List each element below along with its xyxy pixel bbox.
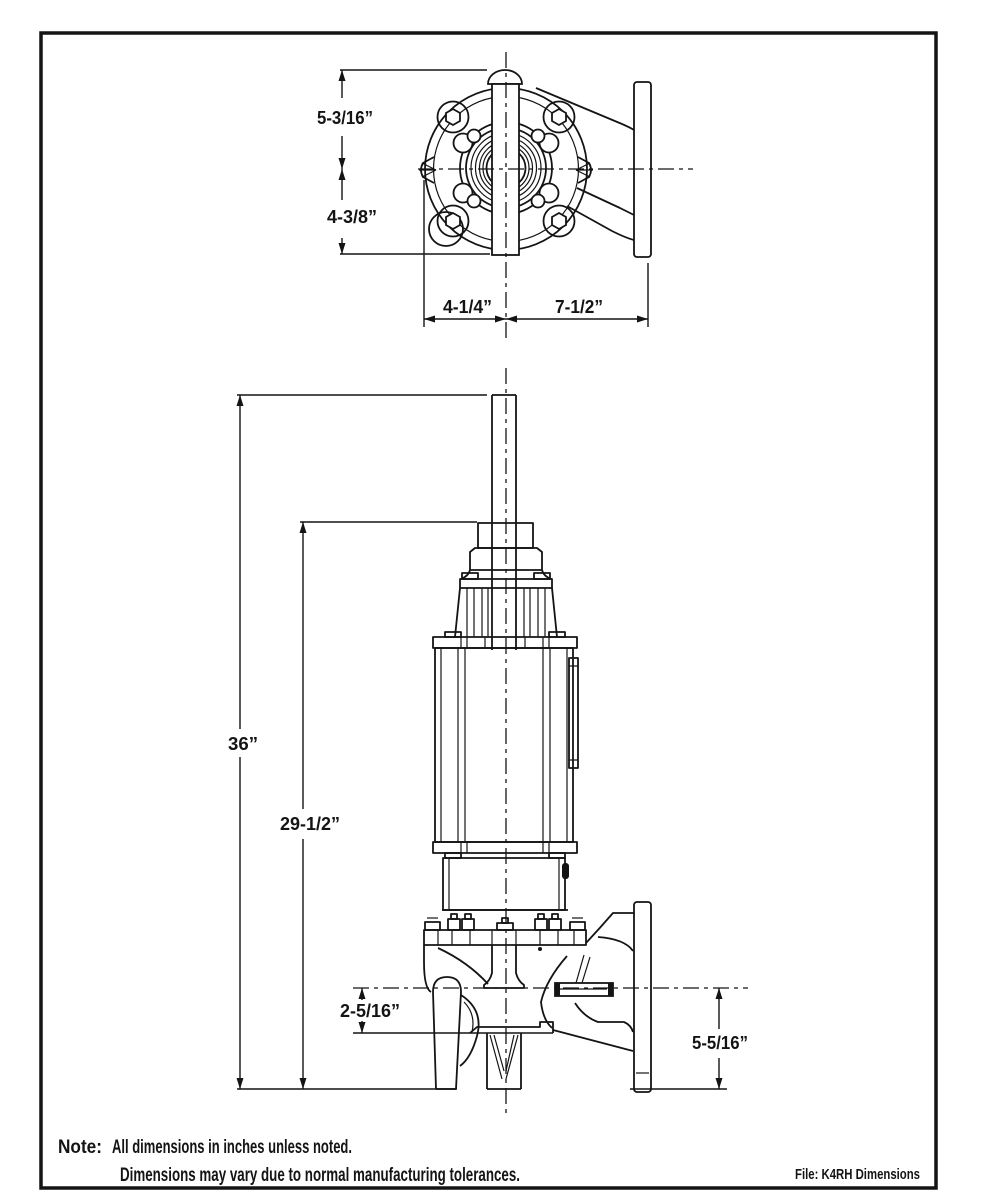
cutwater	[459, 994, 480, 1067]
dim-label-5-5-16: 5-5/16”	[692, 1033, 748, 1053]
discharge-assembly	[552, 901, 652, 1093]
volute-casing-side	[423, 929, 587, 1090]
dim-label-4-3-8: 4-3/8”	[327, 207, 377, 227]
note-line2: Dimensions may vary due to normal manufa…	[120, 1165, 520, 1186]
notes-block: Note: All dimensions in inches unless no…	[58, 1137, 520, 1186]
dim-label-7-1-2: 7-1/2”	[555, 297, 603, 317]
dimension-top-heights: 5-3/16” 4-3/8”	[314, 69, 490, 255]
dimension-cl-to-base: 5-5/16”	[630, 988, 752, 1090]
seal-housing	[442, 857, 569, 911]
sheet-border	[39, 31, 938, 1190]
pump-top-view: 5-3/16” 4-3/8” 4-1/4” 7-1/2”	[314, 52, 693, 338]
note-line1: All dimensions in inches unless noted.	[112, 1137, 352, 1158]
pump-side-view: 36” 29-1/2” 2-5/16” 5-5/16”	[222, 368, 752, 1118]
gauge-plate	[554, 954, 614, 997]
seal-plug	[562, 863, 569, 879]
dim-label-5-3-16: 5-3/16”	[317, 108, 373, 128]
volute-bolting	[424, 913, 586, 931]
dimension-overall-height: 36”	[222, 394, 487, 1090]
support-leg-left	[432, 991, 462, 1090]
dimension-upper-height: 29-1/2”	[276, 521, 477, 1089]
dimension-cl-to-suction: 2-5/16”	[337, 988, 553, 1034]
cable-handle	[568, 657, 579, 769]
dim-label-29-1-2: 29-1/2”	[280, 814, 340, 834]
bearing-bracket	[454, 587, 558, 638]
guide-pipe-top	[487, 69, 523, 256]
flange-bolts	[445, 107, 567, 231]
file-label: File: K4RH Dimensions	[795, 1166, 920, 1183]
dim-label-36: 36”	[228, 734, 258, 754]
casing-lug-right	[575, 156, 593, 184]
suction-plate	[469, 1021, 554, 1034]
dim-label-4-1-4: 4-1/4”	[443, 297, 492, 317]
dim-label-2-5-16: 2-5/16”	[340, 1001, 400, 1021]
suction-foot	[486, 1033, 522, 1090]
discharge-flange-side	[633, 901, 652, 1093]
note-prefix: Note:	[58, 1137, 102, 1158]
dimension-top-widths: 4-1/4” 7-1/2”	[423, 180, 649, 327]
seal-boss	[483, 945, 525, 989]
